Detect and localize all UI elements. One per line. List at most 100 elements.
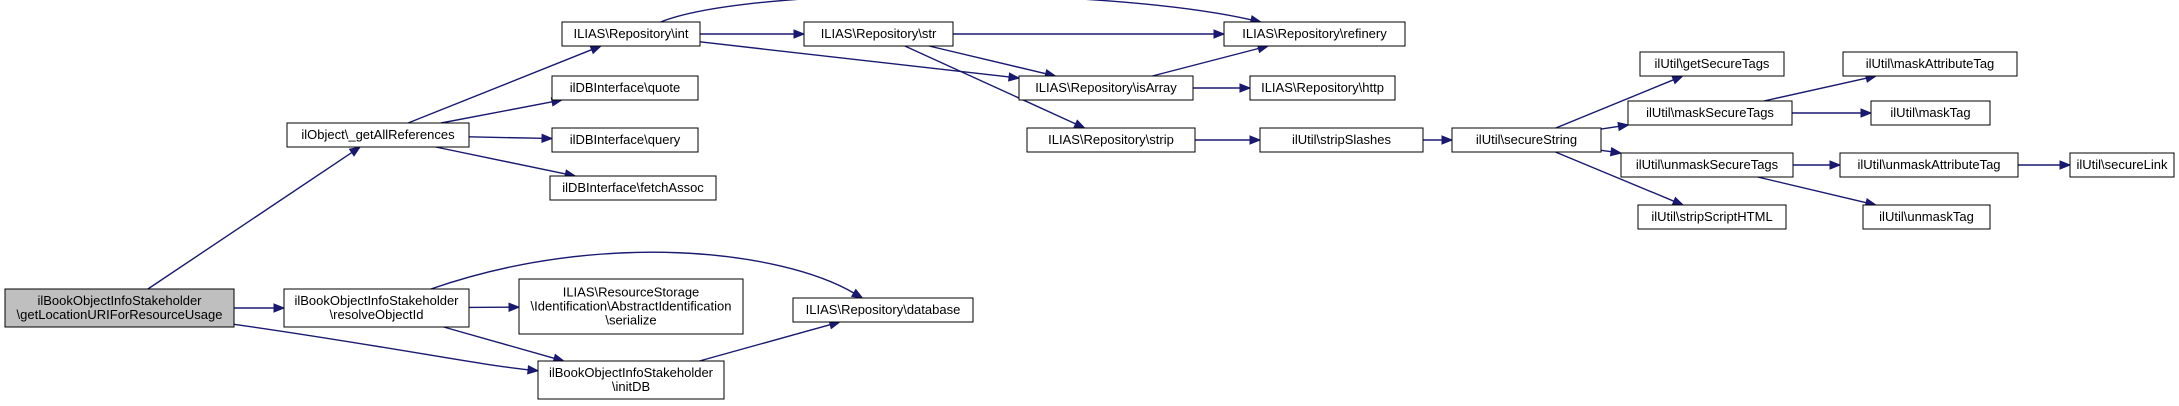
arrowhead-icon xyxy=(850,288,864,299)
arrowhead-icon xyxy=(527,365,540,375)
edge-unmaskSecureTags-to-unmaskTag xyxy=(1757,176,1878,208)
node-label: ilBookObjectInfoStakeholder xyxy=(549,365,714,380)
arrowhead-icon xyxy=(793,29,806,39)
edge-line xyxy=(443,326,555,359)
node-label: ilDBInterface\quote xyxy=(570,80,681,95)
node-label: ilUtil\secureLink xyxy=(2076,157,2168,172)
node-repoRefinery[interactable]: ILIAS\Repository\refinery xyxy=(1223,21,1406,47)
node-box xyxy=(1862,204,1991,230)
edge-unmaskAttributeTag-to-secureLink xyxy=(2018,160,2072,170)
node-label: \serialize xyxy=(605,313,656,328)
edge-repoInt-to-repoStr xyxy=(700,29,806,39)
edge-line xyxy=(435,146,566,175)
node-getSecureTags[interactable]: ilUtil\getSecureTags xyxy=(1639,51,1785,77)
edge-line xyxy=(147,151,353,290)
node-label: \getLocationURIForResourceUsage xyxy=(17,307,223,322)
edge-line xyxy=(1763,77,1867,102)
node-label: ilObject\_getAllReferences xyxy=(301,127,455,142)
node-label: \resolveObjectId xyxy=(330,307,424,322)
edge-root-to-getAllRefs xyxy=(147,146,362,290)
node-box xyxy=(551,127,699,153)
node-box xyxy=(286,122,470,148)
edge-line xyxy=(904,45,1076,125)
node-unmaskSecureTags[interactable]: ilUtil\unmaskSecureTags xyxy=(1620,152,1794,178)
edge-line xyxy=(1757,176,1867,204)
node-unmaskTag[interactable]: ilUtil\unmaskTag xyxy=(1862,204,1991,230)
node-box xyxy=(803,21,954,47)
node-label: ilUtil\secureString xyxy=(1476,132,1577,147)
node-secureLink[interactable]: ilUtil\secureLink xyxy=(2069,152,2175,178)
edge-line xyxy=(407,49,592,124)
node-box xyxy=(1639,51,1785,77)
edge-maskSecureTags-to-maskAttributeTag xyxy=(1763,73,1878,102)
node-box xyxy=(1451,127,1602,153)
node-repoStrip[interactable]: ILIAS\Repository\strip xyxy=(1026,127,1196,153)
node-getAllRefs[interactable]: ilObject\_getAllReferences xyxy=(286,122,470,148)
node-repoHttp[interactable]: ILIAS\Repository\http xyxy=(1249,75,1396,101)
edge-root-to-initDB xyxy=(233,323,540,375)
edge-repoIsArray-to-repoHttp xyxy=(1193,83,1252,93)
node-maskSecureTags[interactable]: ilUtil\maskSecureTags xyxy=(1627,100,1793,126)
node-resolveObjectId[interactable]: ilBookObjectInfoStakeholder\resolveObjec… xyxy=(283,288,470,328)
node-label: ilUtil\maskSecureTags xyxy=(1646,105,1774,120)
node-dbQuote[interactable]: ilDBInterface\quote xyxy=(551,75,699,101)
node-box xyxy=(2069,152,2175,178)
edge-resolveObjectId-to-serialize xyxy=(468,302,521,312)
node-label: ILIAS\Repository\int xyxy=(574,26,689,41)
node-dbFetch[interactable]: ilDBInterface\fetchAssoc xyxy=(549,175,717,201)
node-secureString[interactable]: ilUtil\secureString xyxy=(1451,127,1602,153)
edge-line xyxy=(1152,47,1259,77)
node-initDB[interactable]: ilBookObjectInfoStakeholder\initDB xyxy=(537,360,725,400)
node-maskAttributeTag[interactable]: ilUtil\maskAttributeTag xyxy=(1842,51,2018,77)
edge-line xyxy=(233,323,529,371)
nodes-layer: ilBookObjectInfoStakeholder\getLocationU… xyxy=(4,21,2175,400)
node-serialize[interactable]: ILIAS\ResourceStorage\Identification\Abs… xyxy=(518,278,744,335)
node-repoStr[interactable]: ILIAS\Repository\str xyxy=(803,21,954,47)
edge-repoStrip-to-stripSlashes xyxy=(1195,135,1262,145)
node-label: ilUtil\unmaskSecureTags xyxy=(1636,157,1779,172)
arrowhead-icon xyxy=(1671,196,1685,206)
node-repoInt[interactable]: ILIAS\Repository\int xyxy=(561,21,701,47)
edge-secureString-to-maskSecureTags xyxy=(1600,121,1630,132)
node-label: ilUtil\maskAttributeTag xyxy=(1866,56,1995,71)
node-root[interactable]: ilBookObjectInfoStakeholder\getLocationU… xyxy=(4,288,235,328)
node-label: ilUtil\stripSlashes xyxy=(1292,132,1391,147)
node-label: ILIAS\Repository\database xyxy=(806,302,961,317)
node-box xyxy=(1839,152,2019,178)
edge-root-to-resolveObjectId xyxy=(234,303,286,313)
node-stripScriptHTML[interactable]: ilUtil\stripScriptHTML xyxy=(1637,204,1787,230)
edge-getAllRefs-to-dbQuote xyxy=(440,97,564,124)
node-box xyxy=(1637,204,1787,230)
node-box xyxy=(4,288,235,328)
edge-line xyxy=(928,45,1046,75)
node-unmaskAttributeTag[interactable]: ilUtil\unmaskAttributeTag xyxy=(1839,152,2019,178)
arrowhead-icon xyxy=(1249,135,1262,145)
node-repoDatabase[interactable]: ILIAS\Repository\database xyxy=(792,297,974,323)
edge-line xyxy=(699,41,1010,78)
node-label: ilBookObjectInfoStakeholder xyxy=(37,293,202,308)
edge-line xyxy=(660,0,1252,23)
node-label: ilUtil\unmaskTag xyxy=(1879,209,1974,224)
node-maskTag[interactable]: ilUtil\maskTag xyxy=(1870,100,1991,126)
arrowhead-icon xyxy=(1213,29,1226,39)
node-stripSlashes[interactable]: ilUtil\stripSlashes xyxy=(1259,127,1424,153)
node-label: \Identification\AbstractIdentification xyxy=(531,299,732,314)
node-label: ILIAS\Repository\strip xyxy=(1048,132,1174,147)
node-box xyxy=(1249,75,1396,101)
node-box xyxy=(537,360,725,400)
node-box xyxy=(1223,21,1406,47)
node-label: \initDB xyxy=(612,379,650,394)
node-label: ilUtil\stripScriptHTML xyxy=(1651,209,1772,224)
node-box xyxy=(549,175,717,201)
node-label: ilDBInterface\query xyxy=(570,132,681,147)
node-label: ilDBInterface\fetchAssoc xyxy=(562,180,704,195)
arrowhead-icon xyxy=(348,146,362,157)
arrowhead-icon xyxy=(541,133,554,144)
edge-unmaskSecureTags-to-unmaskAttributeTag xyxy=(1793,160,1842,170)
edge-stripSlashes-to-secureString xyxy=(1423,135,1454,145)
node-box xyxy=(1870,100,1991,126)
node-dbQuery[interactable]: ilDBInterface\query xyxy=(551,127,699,153)
node-repoIsArray[interactable]: ILIAS\Repository\isArray xyxy=(1018,75,1194,101)
edge-line xyxy=(468,136,543,140)
